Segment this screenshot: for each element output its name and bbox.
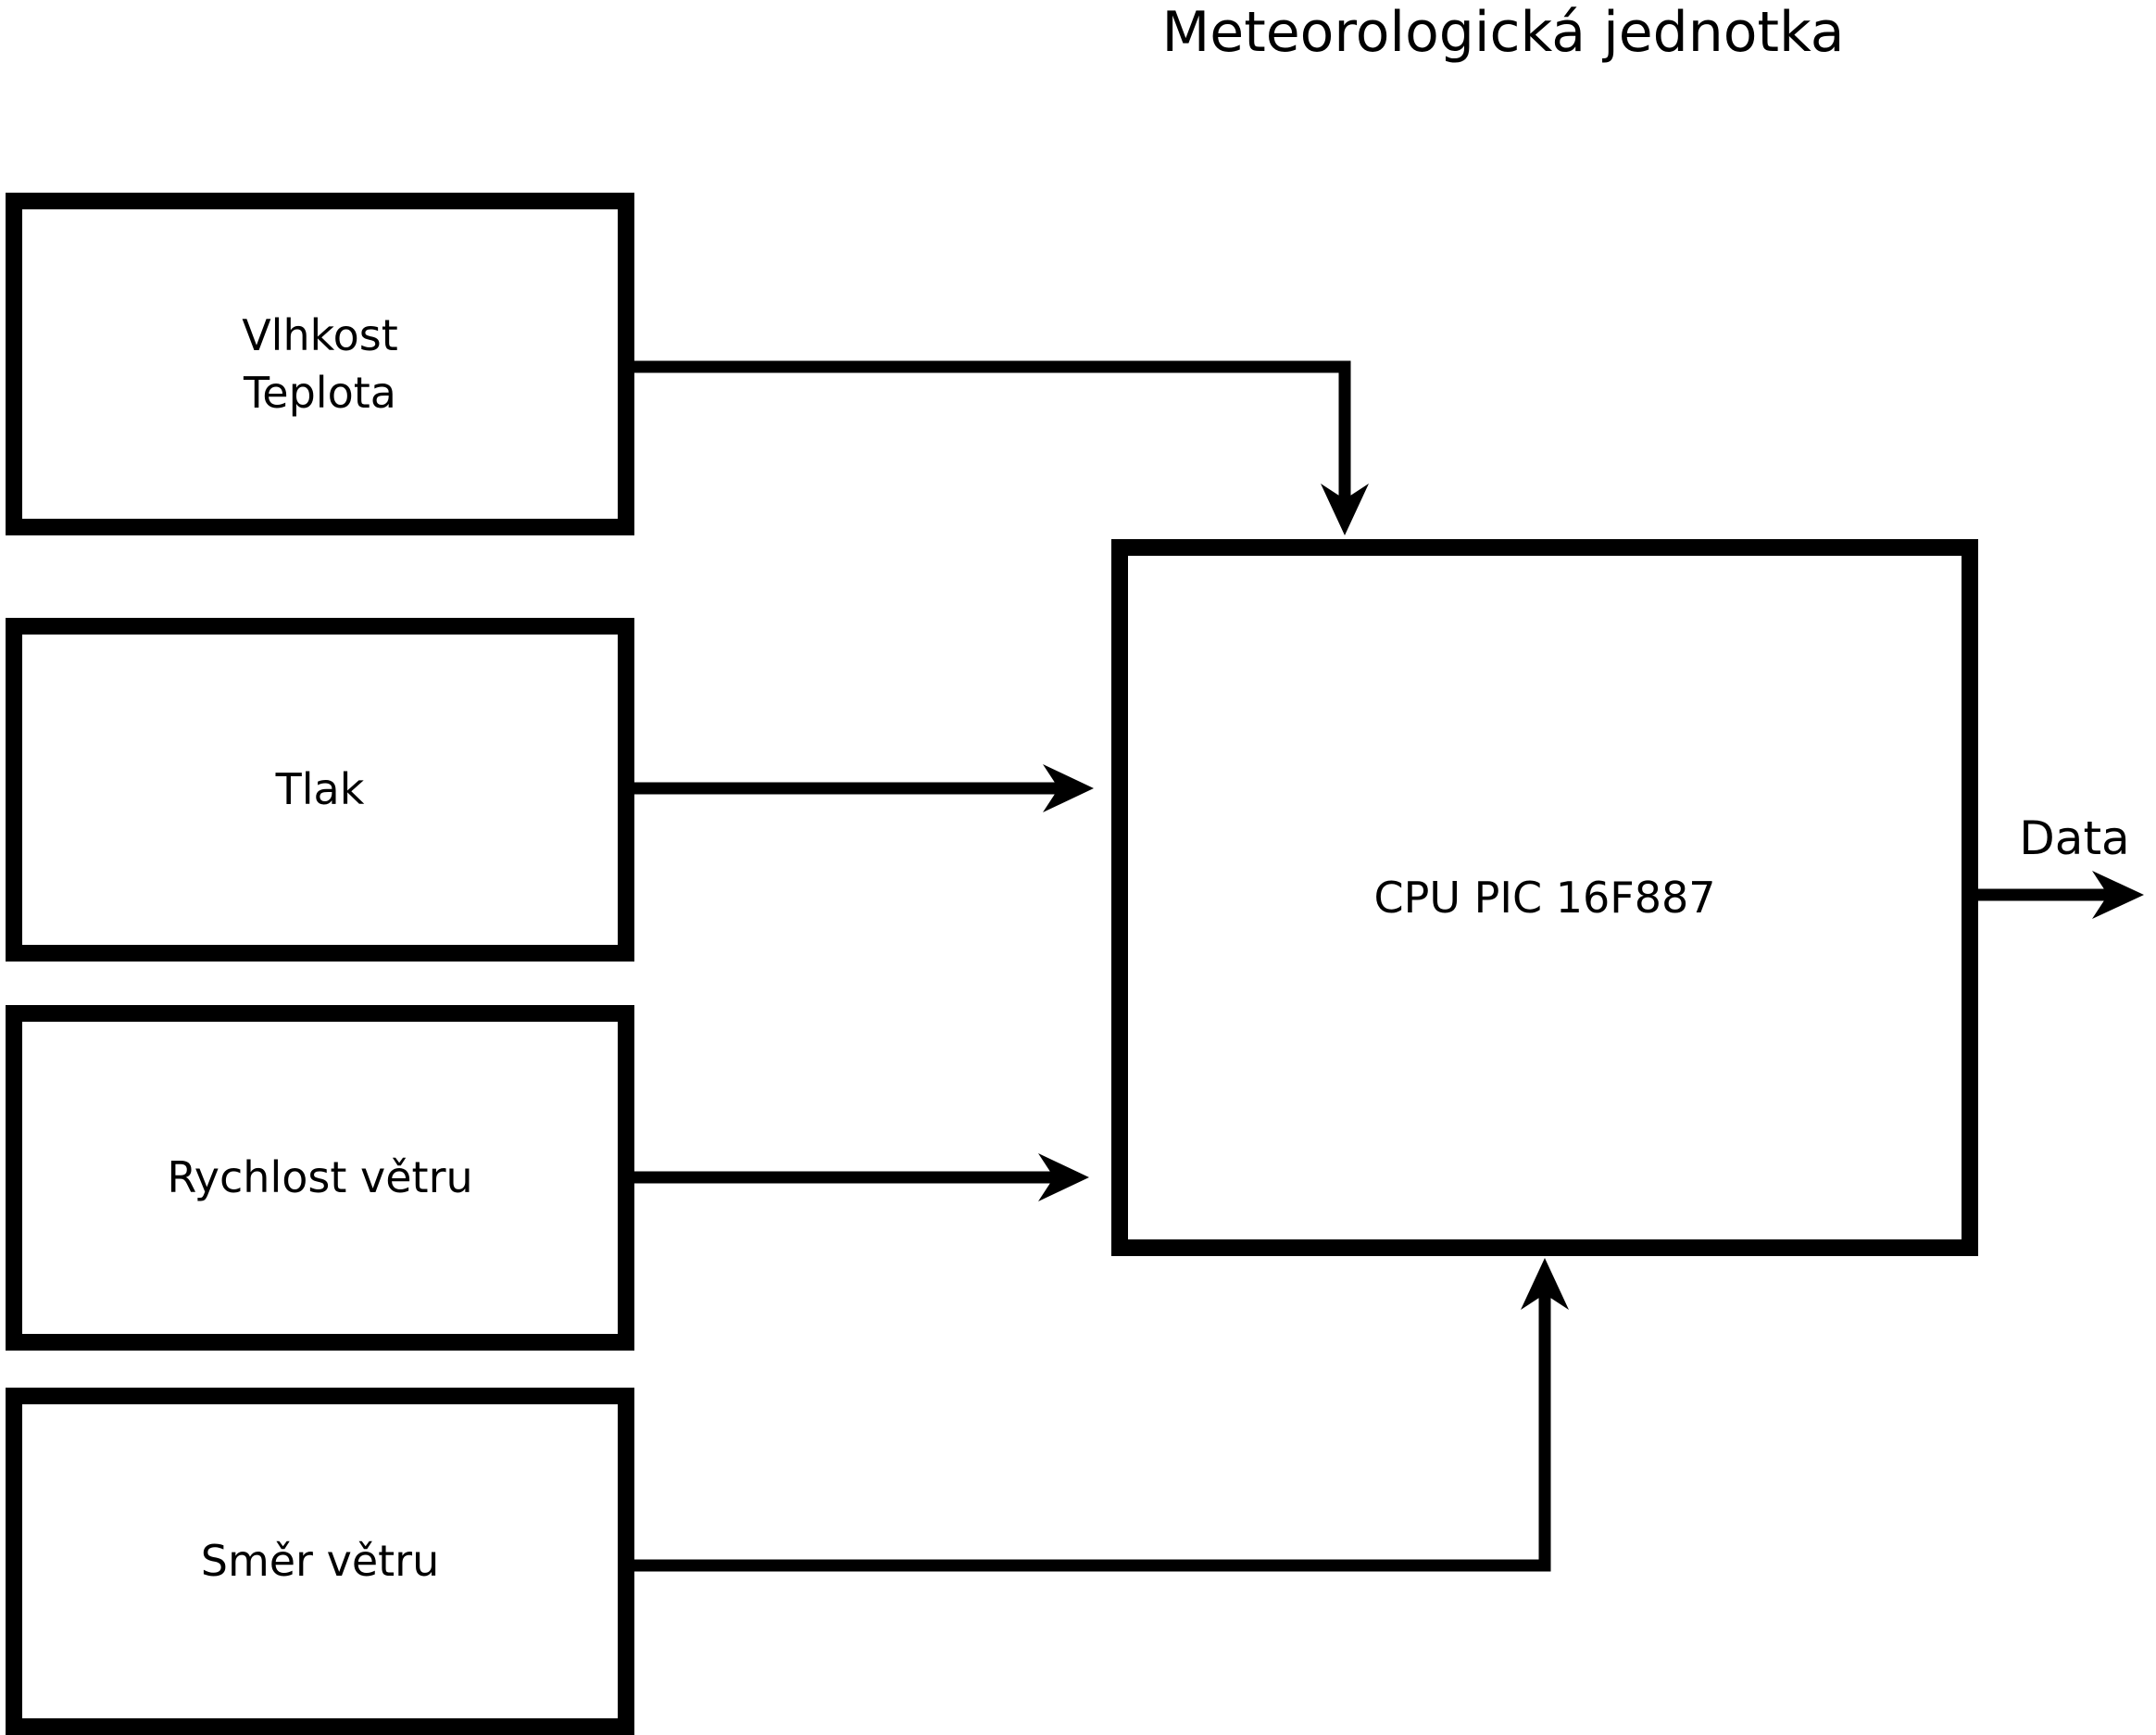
arrow-tlak-to-cpu-head-icon bbox=[1043, 764, 1094, 812]
data-output-label: Data bbox=[2019, 811, 2130, 865]
arrow-smer-to-cpu-line bbox=[627, 1292, 1551, 1572]
arrow-rychlost-to-cpu-head-icon bbox=[1038, 1153, 1089, 1201]
diagram-title: Meteorologická jednotka bbox=[1161, 0, 1845, 65]
sensor-box-label: Směr větru bbox=[200, 1536, 440, 1587]
sensor-box-label-line: Vlhkost bbox=[242, 309, 398, 360]
sensor-box-tlak: Tlak bbox=[6, 618, 634, 962]
sensor-box-label: Rychlost větru bbox=[167, 1152, 473, 1203]
arrow-vlhkost-to-cpu-line bbox=[626, 360, 1351, 501]
cpu-box: CPU PIC 16F887 bbox=[1111, 539, 1978, 1256]
sensor-box-label: Vlhkost Teplota bbox=[242, 307, 398, 421]
sensor-box-vlhkost-teplota: Vlhkost Teplota bbox=[6, 193, 634, 535]
arrow-cpu-to-data-head-icon bbox=[2092, 871, 2144, 919]
arrow-smer-to-cpu-head-icon bbox=[1521, 1258, 1569, 1310]
sensor-box-smer-vetru: Směr větru bbox=[6, 1388, 634, 1735]
sensor-box-label: Tlak bbox=[275, 764, 365, 815]
cpu-box-label: CPU PIC 16F887 bbox=[1373, 872, 1716, 923]
sensor-box-rychlost-vetru: Rychlost větru bbox=[6, 1005, 634, 1351]
arrow-vlhkost-to-cpu-head-icon bbox=[1321, 484, 1369, 535]
sensor-box-label-line: Teplota bbox=[244, 368, 396, 418]
